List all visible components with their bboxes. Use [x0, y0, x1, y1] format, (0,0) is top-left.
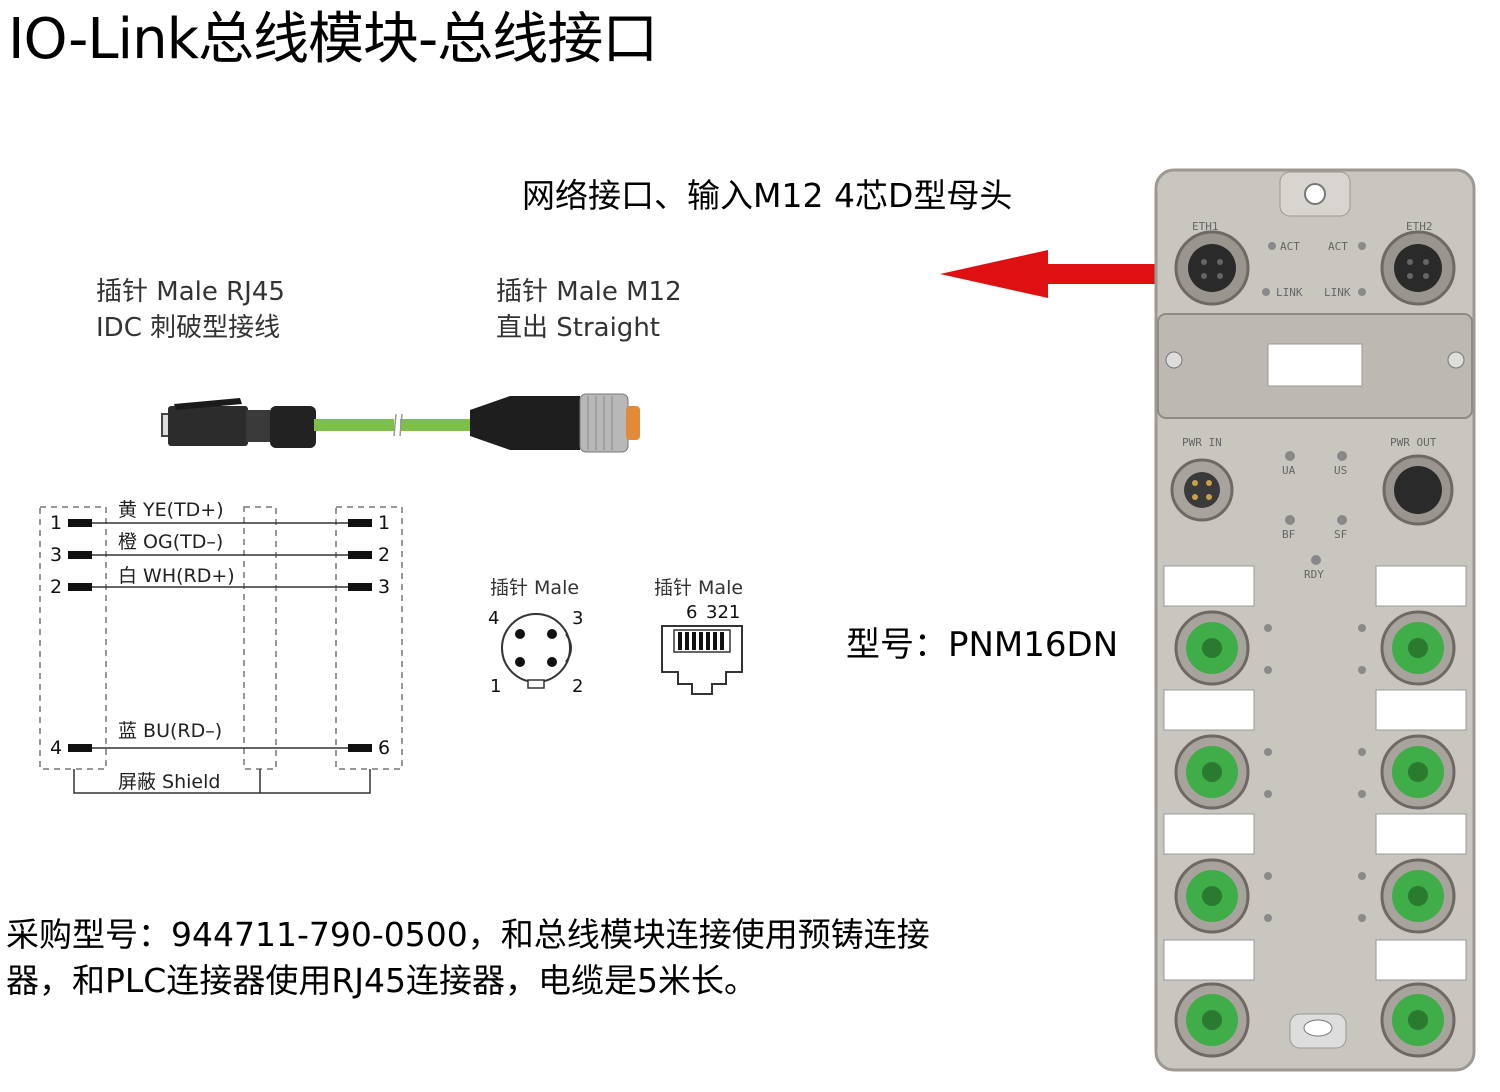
- rdy-label: RDY: [1304, 568, 1324, 581]
- cable-segment-left: [314, 419, 394, 431]
- m12-pin-1: 1: [490, 676, 501, 697]
- cable-box: [243, 506, 277, 770]
- rj45-pin-6: 6: [686, 602, 697, 623]
- left-pin-3: 3: [50, 544, 62, 566]
- m12-port-x6: [1174, 982, 1250, 1058]
- cable-illustration: [161, 393, 640, 453]
- io-link-module-image: ETH1 ETH2 ACT ACT LINK LINK PWR IN PWR O…: [1154, 168, 1476, 1072]
- m12-label-line2: 直出 Straight: [496, 313, 660, 343]
- m12-connector-label: 插针 Male M12 直出 Straight: [496, 274, 682, 346]
- eth2-label: ETH2: [1406, 220, 1433, 233]
- purchase-note-line1: 采购型号：944711-790-0500，和总线模块连接使用预铸连接: [6, 915, 930, 954]
- purchase-note-line2: 器，和PLC连接器使用RJ45连接器，电缆是5米长。: [6, 961, 757, 1000]
- m12-port-x3: [1380, 734, 1456, 810]
- network-port-label: 网络接口、输入M12 4芯D型母头: [522, 176, 1013, 215]
- left-pin-2: 2: [50, 576, 62, 598]
- page-title: IO-Link总线模块-总线接口: [8, 7, 658, 72]
- eth2-port: [1380, 230, 1456, 306]
- act-label-left: ACT: [1280, 240, 1300, 253]
- eth1-port: [1174, 230, 1250, 306]
- wiring-diagram: 黄 YE(TD+) 橙 OG(TD–) 白 WH(RD+) 蓝 BU(RD–) …: [39, 499, 403, 794]
- link-label-left: LINK: [1276, 286, 1303, 299]
- m12-port-x0: [1174, 610, 1250, 686]
- cable-segment-right: [400, 419, 474, 431]
- pwr-out-label: PWR OUT: [1390, 436, 1437, 449]
- right-pin-1: 1: [378, 512, 390, 534]
- sf-label: SF: [1334, 528, 1347, 541]
- left-connector-box: [39, 506, 107, 770]
- wire-label-bu: 蓝 BU(RD–): [118, 720, 222, 742]
- rj45-pin-321: 321: [706, 602, 740, 623]
- rj45-label-line1: 插针 Male RJ45: [96, 277, 285, 307]
- pwr-in-port: [1170, 458, 1234, 522]
- wire-label-og: 橙 OG(TD–): [118, 531, 223, 553]
- rj45-pinout-face: 6 321: [661, 602, 743, 695]
- wire-label-ye: 黄 YE(TD+): [118, 499, 224, 521]
- bf-label: BF: [1282, 528, 1295, 541]
- rj45-pinout-header: 插针 Male: [654, 577, 744, 599]
- shield-line: [73, 769, 371, 794]
- rj45-label-line2: IDC 刺破型接线: [96, 313, 281, 343]
- red-arrow-icon: [940, 250, 1184, 298]
- left-pin-1: 1: [50, 512, 62, 534]
- right-pin-3: 3: [378, 576, 390, 598]
- m12-port-x5: [1380, 858, 1456, 934]
- m12-pinout-face: 4 3 1 2: [488, 608, 583, 697]
- wire-label-wh: 白 WH(RD+): [118, 565, 235, 587]
- rj45-connector-label: 插针 Male RJ45 IDC 刺破型接线: [96, 274, 285, 346]
- m12-pin-2: 2: [572, 676, 583, 697]
- m12-port-x1: [1380, 610, 1456, 686]
- link-label-right: LINK: [1324, 286, 1351, 299]
- rj45-plug-image: [161, 398, 316, 448]
- right-connector-box: [335, 506, 403, 770]
- pwr-in-label: PWR IN: [1182, 436, 1222, 449]
- pwr-out-port: [1382, 454, 1454, 526]
- m12-port-x2: [1174, 734, 1250, 810]
- left-pin-4: 4: [50, 737, 62, 759]
- m12-pin-3: 3: [572, 608, 583, 629]
- right-pin-2: 2: [378, 544, 390, 566]
- model-label: 型号：PNM16DN: [846, 625, 1119, 665]
- m12-pinout-header: 插针 Male: [490, 577, 580, 599]
- act-label-right: ACT: [1328, 240, 1348, 253]
- right-pin-6: 6: [378, 737, 390, 759]
- m12-port-x4: [1174, 858, 1250, 934]
- m12-plug-image: [470, 393, 640, 453]
- us-label: US: [1334, 464, 1347, 477]
- m12-pin-4: 4: [488, 608, 499, 629]
- eth1-label: ETH1: [1192, 220, 1219, 233]
- shield-label: 屏蔽 Shield: [118, 771, 220, 793]
- m12-port-x7: [1380, 982, 1456, 1058]
- ua-label: UA: [1282, 464, 1296, 477]
- m12-label-line1: 插针 Male M12: [496, 277, 682, 307]
